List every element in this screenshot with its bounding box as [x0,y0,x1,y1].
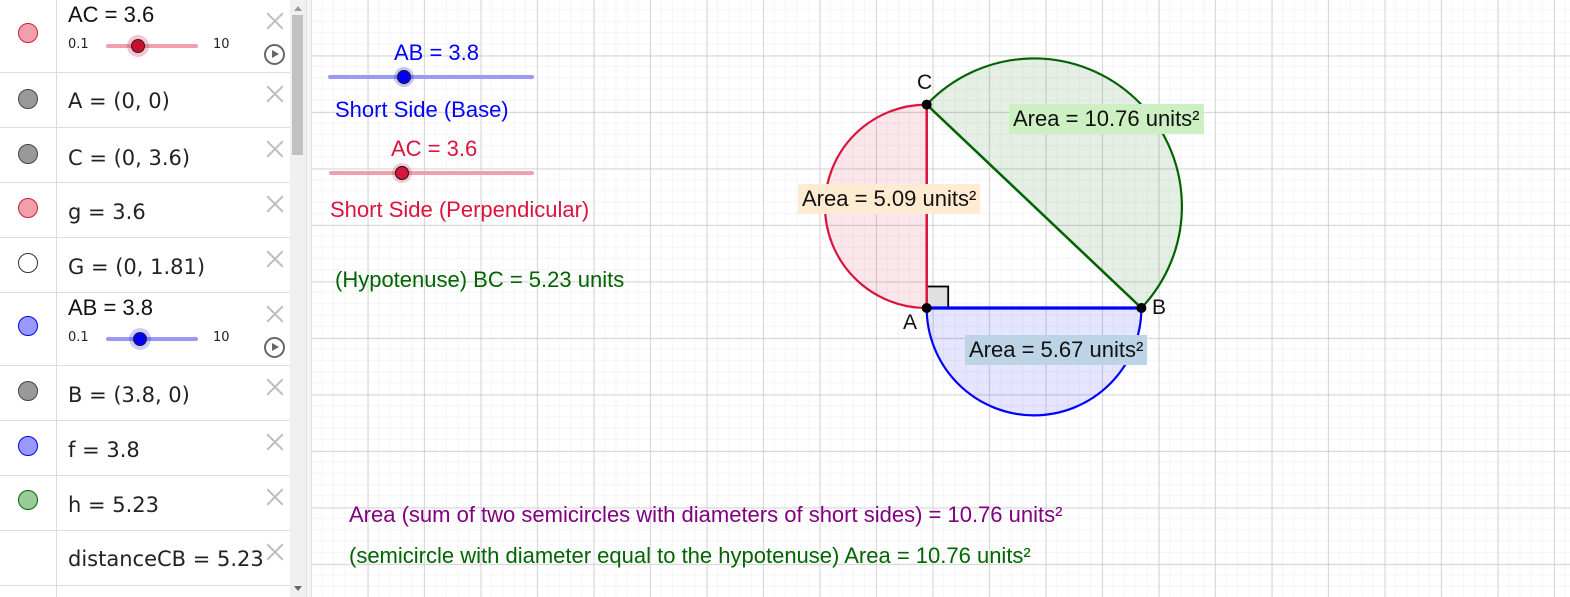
slider-min: 0.1 [68,37,89,52]
marble-column [0,366,57,420]
delete-icon[interactable] [264,541,286,563]
algebra-row-ab-slider[interactable]: AB = 3.8 0.1 10 [0,293,290,366]
slider-ac-label: AC = 3.6 [391,136,478,161]
slider-ab-expression[interactable]: AB = 3.8 [68,295,154,320]
point-label-c: C [917,71,933,94]
visibility-toggle-h[interactable] [18,490,38,510]
algebra-row-f[interactable]: f = 3.8 [0,421,290,476]
scroll-up-arrow-icon[interactable] [294,6,302,11]
slider-ac-expression[interactable]: AC = 3.6 [68,2,155,27]
sum-area-text: Area (sum of two semicircles with diamet… [349,502,1063,527]
expression-g-point[interactable]: G = (0, 1.81) [68,255,206,279]
slider-knob[interactable] [133,332,147,346]
algebra-row-b[interactable]: B = (3.8, 0) [0,366,290,421]
slider-track[interactable] [106,44,198,48]
expression-a[interactable]: A = (0, 0) [68,89,170,113]
algebra-row-h[interactable]: h = 5.23 [0,476,290,531]
area-label-ac: Area = 5.09 units² [798,184,981,214]
algebra-view: AC = 3.6 0.1 10 A = (0, 0) C = (0, 3.6) … [0,0,290,597]
play-animation-icon[interactable] [264,44,285,65]
area-label-bc: Area = 10.76 units² [1009,104,1204,134]
slider-ac-caption: Short Side (Perpendicular) [330,197,590,222]
area-label-ab: Area = 5.67 units² [965,335,1148,365]
delete-icon[interactable] [264,193,286,215]
delete-icon[interactable] [264,248,286,270]
algebra-scrollbar[interactable] [290,0,306,597]
marble-column [0,0,57,72]
hypotenuse-area-text: (semicircle with diameter equal to the h… [349,543,1031,568]
scrollbar-thumb[interactable] [292,15,303,155]
visibility-toggle-g-point[interactable] [18,253,38,273]
expression-c[interactable]: C = (0, 3.6) [68,146,191,170]
algebra-input-row[interactable] [0,586,290,597]
visibility-toggle-ac[interactable] [18,23,38,43]
delete-icon[interactable] [264,10,286,32]
view-divider[interactable] [306,0,312,597]
visibility-toggle-b[interactable] [18,381,38,401]
segment-bc[interactable] [925,103,1143,309]
play-animation-icon[interactable] [264,337,285,358]
delete-icon[interactable] [264,138,286,160]
point-a[interactable] [921,303,932,313]
marble-column [0,531,57,585]
expression-b[interactable]: B = (3.8, 0) [68,383,190,407]
marble-column [0,476,57,530]
point-label-a: A [903,311,918,334]
marble-column [0,586,57,597]
visibility-toggle-ab[interactable] [18,316,38,336]
hypotenuse-length-text: (Hypotenuse) BC = 5.23 units [335,267,625,292]
algebra-row-c[interactable]: C = (0, 3.6) [0,128,290,183]
delete-icon[interactable] [264,303,286,325]
slider-ac-knob[interactable] [394,165,410,181]
slider-max: 10 [213,37,230,52]
mini-slider-ab[interactable]: 0.1 10 [68,328,230,350]
marble-column [0,73,57,127]
marble-column [0,293,57,365]
expression-h[interactable]: h = 5.23 [68,493,160,517]
marble-column [0,128,57,182]
delete-icon[interactable] [264,486,286,508]
slider-max: 10 [213,330,230,345]
expression-g[interactable]: g = 3.6 [68,200,146,224]
visibility-toggle-c[interactable] [18,144,38,164]
expression-distancecb[interactable]: distanceCB = 5.23 [68,547,264,571]
slider-ab-label: AB = 3.8 [394,40,480,65]
algebra-row-ac-slider[interactable]: AC = 3.6 0.1 10 [0,0,290,73]
slider-knob[interactable] [131,39,145,53]
delete-icon[interactable] [264,431,286,453]
algebra-row-a[interactable]: A = (0, 0) [0,73,290,128]
marble-column [0,183,57,237]
point-b[interactable] [1136,303,1147,313]
marble-column [0,238,57,292]
visibility-toggle-g[interactable] [18,198,38,218]
algebra-row-g[interactable]: g = 3.6 [0,183,290,238]
mini-slider-ac[interactable]: 0.1 10 [68,35,230,57]
slider-ab-caption: Short Side (Base) [335,97,509,122]
slider-track[interactable] [106,337,198,341]
delete-icon[interactable] [264,376,286,398]
visibility-toggle-a[interactable] [18,89,38,109]
point-label-b: B [1152,296,1167,319]
slider-ab-knob[interactable] [396,69,412,85]
visibility-toggle-f[interactable] [18,436,38,456]
delete-icon[interactable] [264,83,286,105]
expression-f[interactable]: f = 3.8 [68,438,140,462]
marble-column [0,421,57,475]
slider-min: 0.1 [68,330,89,345]
scroll-down-arrow-icon[interactable] [294,586,302,591]
algebra-row-distancecb[interactable]: distanceCB = 5.23 [0,531,290,586]
point-c[interactable] [921,99,932,110]
graphics-view[interactable]: AB = 3.8 Short Side (Base) AC = 3.6 Shor… [312,0,1570,597]
algebra-row-g-point[interactable]: G = (0, 1.81) [0,238,290,293]
